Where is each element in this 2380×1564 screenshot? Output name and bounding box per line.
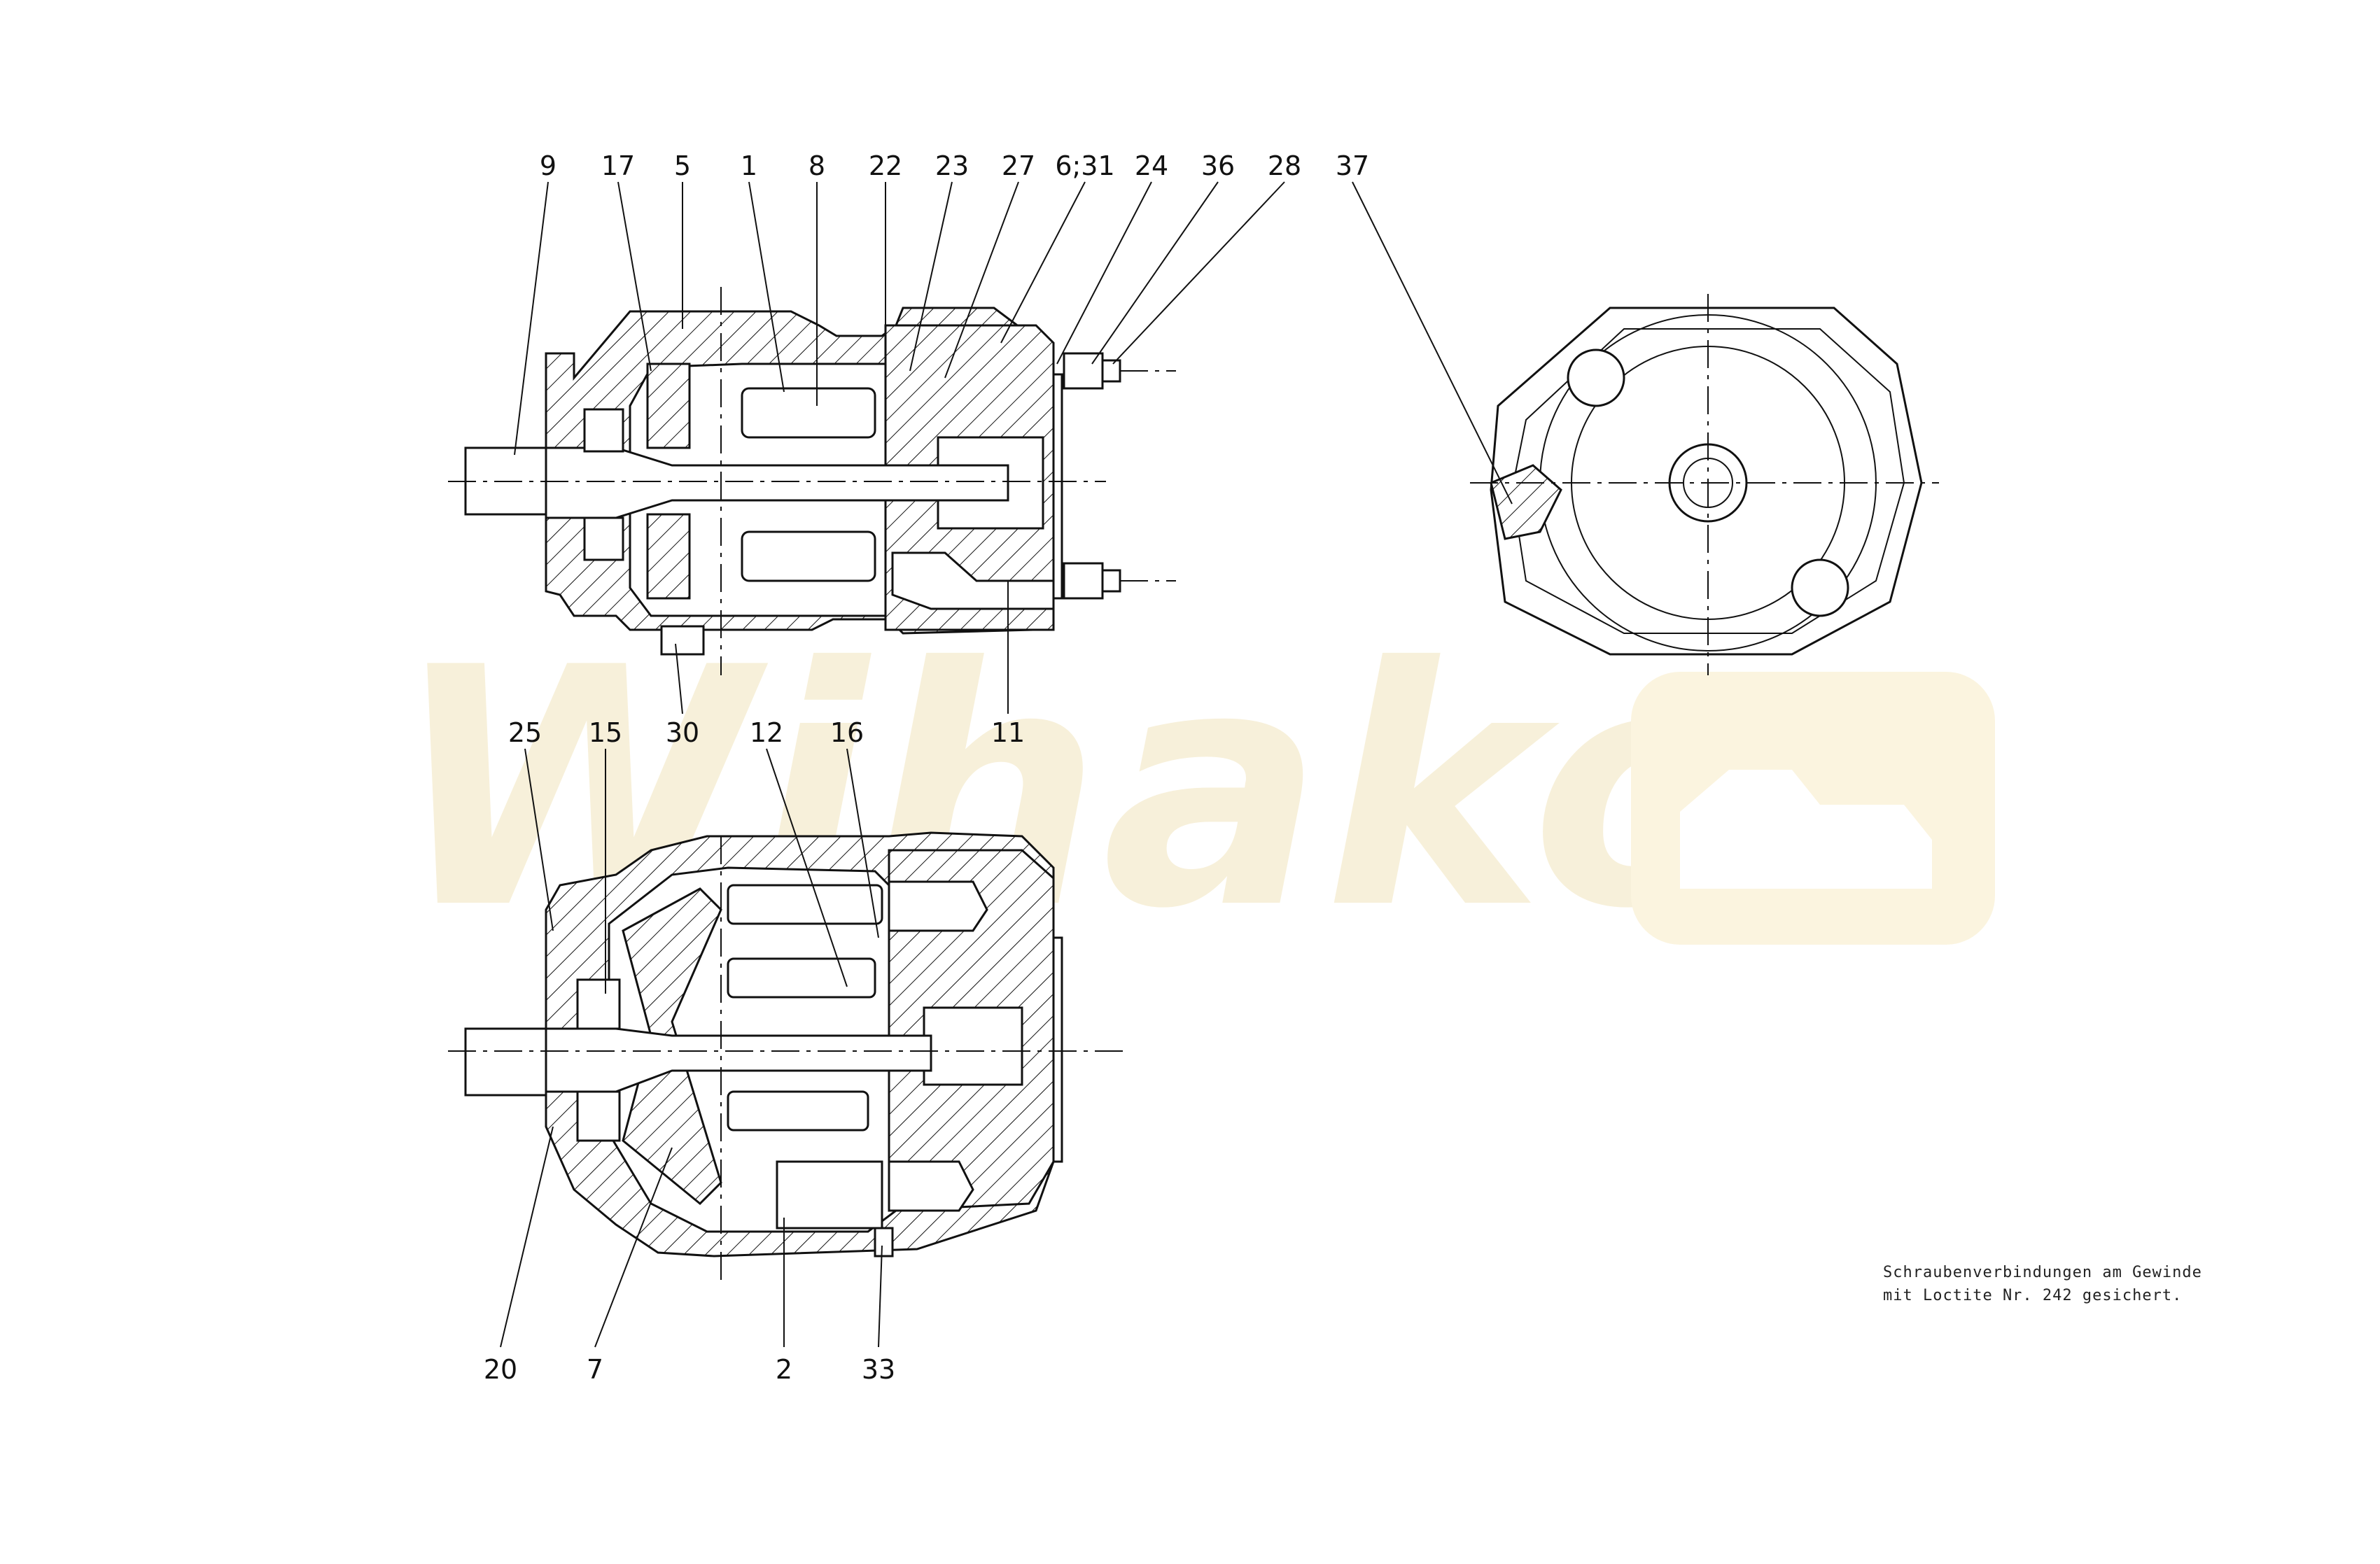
upper-piston-top <box>741 387 876 439</box>
end-housing-outline <box>1490 307 1923 656</box>
end-view <box>1470 294 1939 675</box>
upper-swash-block-bottom <box>646 513 691 600</box>
lower-shaft-stub <box>464 1027 547 1097</box>
lower-rear-bore <box>923 1006 1023 1086</box>
upper-drive-shaft <box>545 446 1009 519</box>
lower-rear-bore-top <box>888 880 988 932</box>
note-line-1: Schraubenverbindungen am Gewinde <box>1883 1264 2202 1281</box>
callout-7: 7 <box>587 1354 603 1385</box>
leader-1 <box>748 181 785 393</box>
leader-6-31 <box>1000 181 1086 344</box>
leader-20 <box>500 1126 554 1348</box>
callout-11: 11 <box>991 717 1025 748</box>
upper-screw-top <box>1063 352 1104 390</box>
callout-5: 5 <box>674 150 691 181</box>
upper-bearing-bottom <box>583 516 624 561</box>
upper-screw-bottom-head <box>1101 569 1121 593</box>
callout-28: 28 <box>1268 150 1301 181</box>
lower-control-valve <box>776 1160 883 1230</box>
end-bolt-hole-top <box>1567 348 1625 407</box>
lower-drive-shaft <box>545 1027 932 1093</box>
callout-labels: 9 17 5 1 8 22 23 27 6;31 24 36 28 37 30 … <box>484 150 1369 1385</box>
leader-12 <box>766 748 848 987</box>
leader-37 <box>1352 181 1513 505</box>
callout-30: 30 <box>666 717 699 748</box>
lower-section-view <box>448 831 1124 1281</box>
callout-2: 2 <box>776 1354 792 1385</box>
leader-24 <box>1056 181 1152 365</box>
callout-37: 37 <box>1336 150 1369 181</box>
leader-30 <box>675 643 683 714</box>
lower-bearing-bottom <box>576 1090 621 1142</box>
lower-end-plate <box>1052 936 1063 1163</box>
lower-piston-1 <box>727 884 883 925</box>
callout-22: 22 <box>869 150 902 181</box>
callout-36: 36 <box>1201 150 1235 181</box>
lower-bottom-port <box>874 1227 894 1257</box>
leader-28 <box>1112 181 1285 365</box>
leader-lines <box>500 181 1513 1348</box>
callout-1: 1 <box>741 150 757 181</box>
upper-screw-bottom <box>1063 562 1104 600</box>
upper-bottom-port <box>660 625 705 656</box>
upper-piston-bottom <box>741 530 876 582</box>
assembly-note: Schraubenverbindungen am Gewinde mit Loc… <box>1883 1264 2202 1304</box>
end-bolt-hole-bottom <box>1791 558 1849 617</box>
end-housing-inner <box>1511 328 1905 634</box>
upper-section-view <box>448 287 1176 675</box>
callout-25: 25 <box>508 717 542 748</box>
callout-17: 17 <box>601 150 635 181</box>
leader-27 <box>944 181 1019 379</box>
leader-36 <box>1091 181 1219 365</box>
callout-6-31: 6;31 <box>1055 150 1114 181</box>
upper-bearing-top <box>583 408 624 453</box>
callout-33: 33 <box>862 1354 895 1385</box>
end-port-plug <box>1490 464 1562 540</box>
leader-33 <box>878 1245 883 1348</box>
upper-screw-top-head <box>1101 359 1121 383</box>
lower-bearing-top <box>576 978 621 1030</box>
callout-9: 9 <box>540 150 556 181</box>
leader-16 <box>846 748 879 938</box>
callout-8: 8 <box>808 150 825 181</box>
callout-15: 15 <box>589 717 622 748</box>
callout-23: 23 <box>935 150 969 181</box>
leader-23 <box>909 181 953 372</box>
callout-16: 16 <box>830 717 864 748</box>
lower-rear-bore-bottom <box>888 1160 974 1212</box>
lower-piston-3 <box>727 1090 869 1132</box>
note-line-2: mit Loctite Nr. 242 gesichert. <box>1883 1287 2182 1304</box>
leader-25 <box>524 748 554 931</box>
upper-end-plate <box>1052 373 1063 600</box>
lower-piston-2 <box>727 957 876 999</box>
callout-27: 27 <box>1002 150 1035 181</box>
leader-17 <box>617 181 652 372</box>
callout-12: 12 <box>750 717 783 748</box>
upper-swash-block-top <box>646 362 691 449</box>
leader-9 <box>514 181 549 456</box>
callout-20: 20 <box>484 1354 517 1385</box>
leader-7 <box>594 1147 673 1348</box>
watermark-tractor-icon <box>1680 770 1932 889</box>
callout-24: 24 <box>1135 150 1168 181</box>
